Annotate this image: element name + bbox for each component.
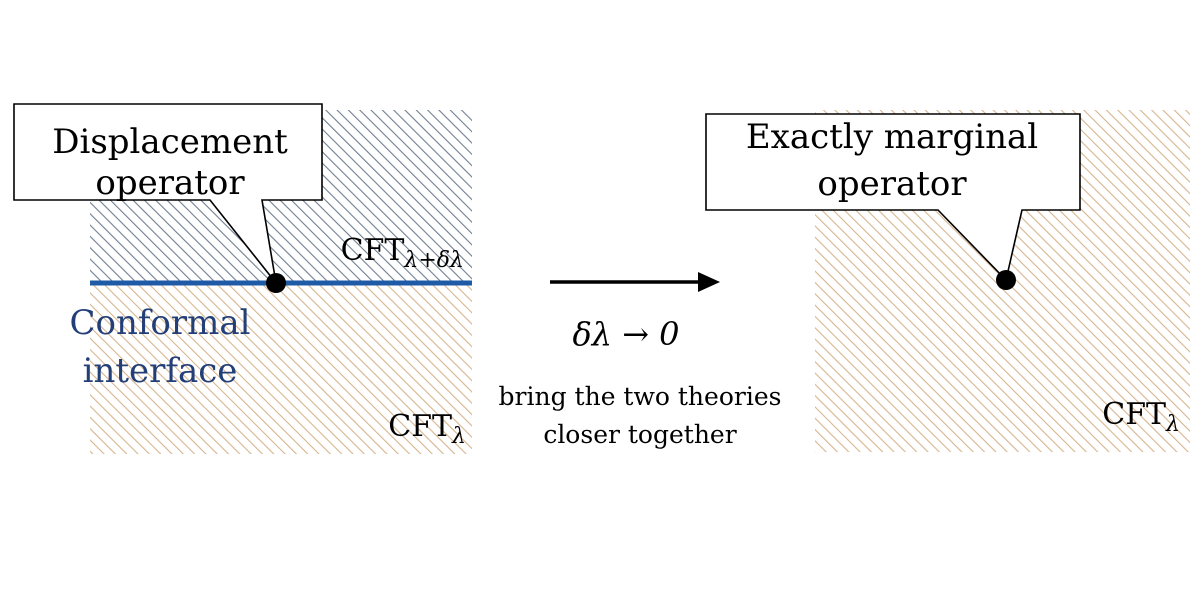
displacement-callout-line2: operator [95,163,245,203]
transition-caption-line2: closer together [543,420,736,449]
displacement-callout [13,103,323,284]
marginal-callout [705,113,1081,282]
interface-label-line2: interface [83,351,238,391]
left-panel: Displacement operator CFTλ+δλ CFTλ Confo… [13,103,472,454]
right-panel: Exactly marginal operator CFTλ [705,110,1190,452]
limit-label: δλ → 0 [572,315,679,353]
right-region-subscript: λ [1165,412,1180,437]
displacement-operator-marker [266,273,286,293]
transition-arrow-head [698,272,720,292]
upper-region-subscript: λ+δλ [403,248,464,273]
displacement-callout-line1: Displacement [52,122,288,162]
right-region-label: CFTλ [1102,397,1180,437]
lower-region-subscript: λ [451,424,466,449]
lower-region-label: CFTλ [388,409,466,449]
lower-region-cft-lambda [90,283,472,454]
marginal-callout-line2: operator [817,164,967,204]
transition: δλ → 0 bring the two theories closer tog… [499,272,782,449]
interface-label-line1: Conformal [69,303,250,343]
marginal-operator-marker [996,270,1016,290]
transition-caption-line1: bring the two theories [499,382,782,411]
upper-region-label: CFTλ+δλ [341,233,464,273]
marginal-callout-line1: Exactly marginal [746,117,1038,157]
